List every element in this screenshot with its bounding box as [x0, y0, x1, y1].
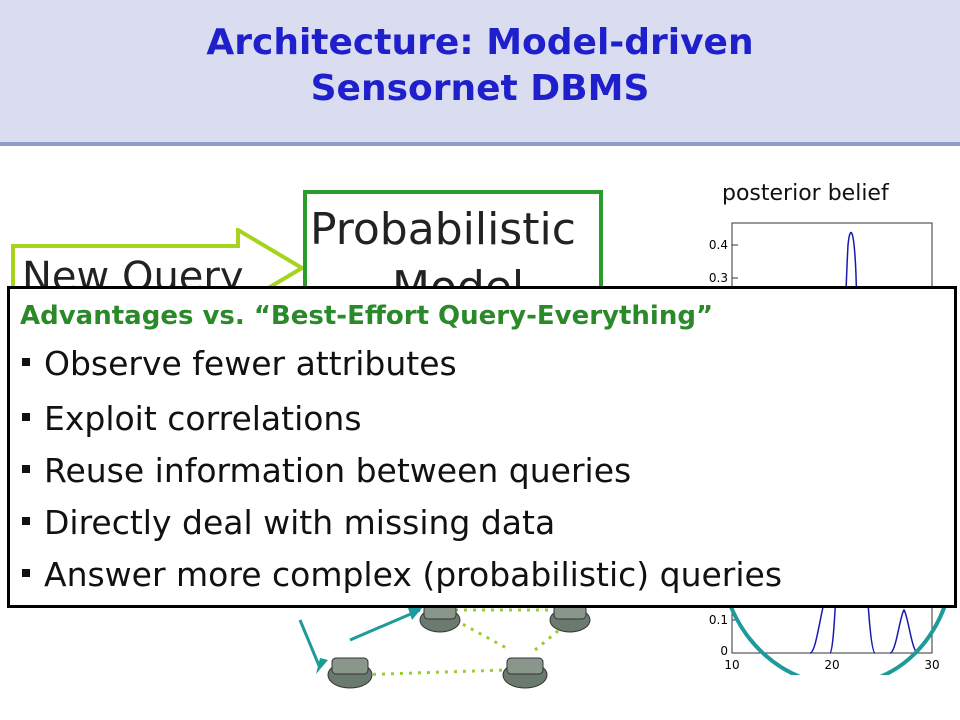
- arrowhead-icon: [408, 608, 422, 620]
- y-tick-label: 0.4: [709, 238, 728, 252]
- sensor-node-icon: [419, 604, 461, 633]
- bullet-text: Directly deal with missing data: [44, 503, 556, 542]
- title-bar: [0, 0, 960, 142]
- posterior-curve-secondary: [889, 608, 919, 654]
- network-link-arrow: [298, 619, 322, 669]
- feedback-loop-arc: [718, 564, 954, 675]
- bullet-icon: [22, 516, 30, 525]
- bullet-icon: [22, 412, 30, 421]
- network-link-arrow: [349, 608, 421, 642]
- bullet-icon: [22, 568, 30, 577]
- sensor-node-icon: [549, 604, 591, 633]
- slide-title-line-1: Architecture: Model-driven: [206, 22, 754, 63]
- slide-title-line-2: Sensornet DBMS: [310, 68, 650, 109]
- bullet-text: Exploit correlations: [44, 399, 362, 438]
- sensor-network: [298, 604, 591, 689]
- sensor-node-icon: [502, 657, 548, 689]
- bullet-text: Answer more complex (probabilistic) quer…: [44, 555, 783, 594]
- x-tick-label: 20: [824, 658, 839, 672]
- network-link: [454, 618, 511, 652]
- network-link: [534, 623, 566, 652]
- y-tick-label: 0: [720, 644, 728, 658]
- model-label-line-1: Probabilistic: [310, 204, 576, 255]
- x-tick-label: 10: [724, 658, 739, 672]
- bullet-item: Observe fewer attributes: [22, 344, 457, 383]
- arrowhead-icon: [316, 658, 328, 674]
- plot-title: posterior belief: [722, 181, 889, 206]
- y-tick-label: 0.3: [709, 271, 728, 285]
- x-tick-label: 30: [924, 658, 939, 672]
- title-divider: [0, 142, 960, 146]
- bullet-item: Directly deal with missing data: [22, 503, 555, 542]
- sensor-node-icon: [327, 657, 373, 689]
- bullet-item: Answer more complex (probabilistic) quer…: [22, 555, 782, 594]
- y-tick-label: 0.1: [709, 613, 728, 627]
- bullet-text: Reuse information between queries: [44, 451, 632, 490]
- advantages-heading: Advantages vs. “Best-Effort Query-Everyt…: [20, 301, 714, 331]
- bullet-item: Exploit correlations: [22, 399, 362, 438]
- slide-title: Architecture: Model-driven Sensornet DBM…: [0, 20, 960, 112]
- advantages-callout: Advantages vs. “Best-Effort Query-Everyt…: [7, 286, 957, 608]
- bullet-icon: [22, 357, 30, 366]
- network-link: [354, 668, 506, 677]
- bullet-text: Observe fewer attributes: [44, 344, 457, 383]
- bullet-icon: [22, 464, 30, 473]
- bullet-item: Reuse information between queries: [22, 451, 631, 490]
